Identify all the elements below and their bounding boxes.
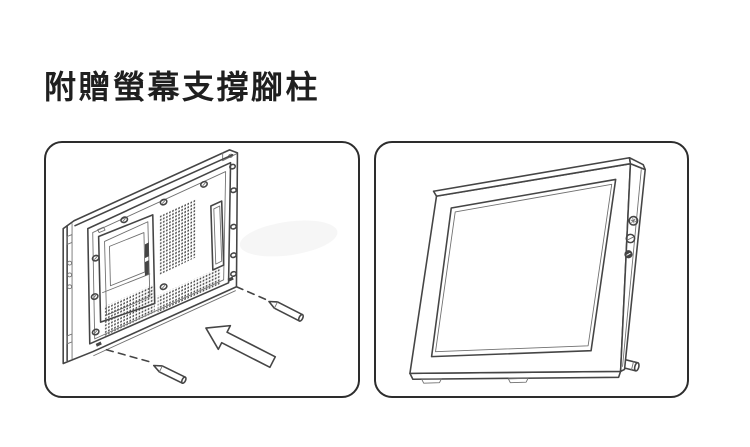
monitor-back-peg-installation-diagram <box>62 149 338 385</box>
support-peg-icon <box>152 364 187 385</box>
connector-slot <box>210 200 225 271</box>
screw-icons-plate <box>90 180 208 336</box>
screw-icons-right <box>229 163 237 277</box>
insert-direction-arrow-icon <box>205 324 277 369</box>
foot-pad <box>507 377 529 384</box>
insert-guide-line <box>105 348 150 363</box>
side-port-hole <box>67 284 73 290</box>
peg-hole-mark <box>95 341 102 347</box>
vent-grid-lower-right <box>157 267 221 313</box>
screen <box>430 178 617 358</box>
monitor-front-icon <box>409 156 646 384</box>
page-title: 附贈螢幕支撐腳柱 <box>44 69 321 105</box>
brightness-down-icon <box>625 233 636 244</box>
monitor-standing-on-support-pegs-diagram <box>409 156 646 384</box>
support-peg-icon <box>268 300 304 322</box>
insert-guide-line <box>235 285 267 301</box>
figure-peg-installation <box>44 141 360 398</box>
side-port-hole <box>67 272 73 278</box>
vent-grid-lower-left <box>104 283 155 336</box>
brightness-up-icon <box>628 215 639 226</box>
slot-mark <box>144 260 149 276</box>
side-port-hole <box>67 260 73 266</box>
figure-monitor-standing <box>374 141 689 398</box>
power-icon <box>624 250 633 259</box>
peg-hole-mark <box>227 276 234 282</box>
slot-mark <box>144 242 149 259</box>
foot-pad <box>421 378 442 384</box>
vent-grid-main <box>159 199 197 275</box>
monitor-back-icon <box>62 149 239 365</box>
faint-watermark <box>239 220 338 257</box>
